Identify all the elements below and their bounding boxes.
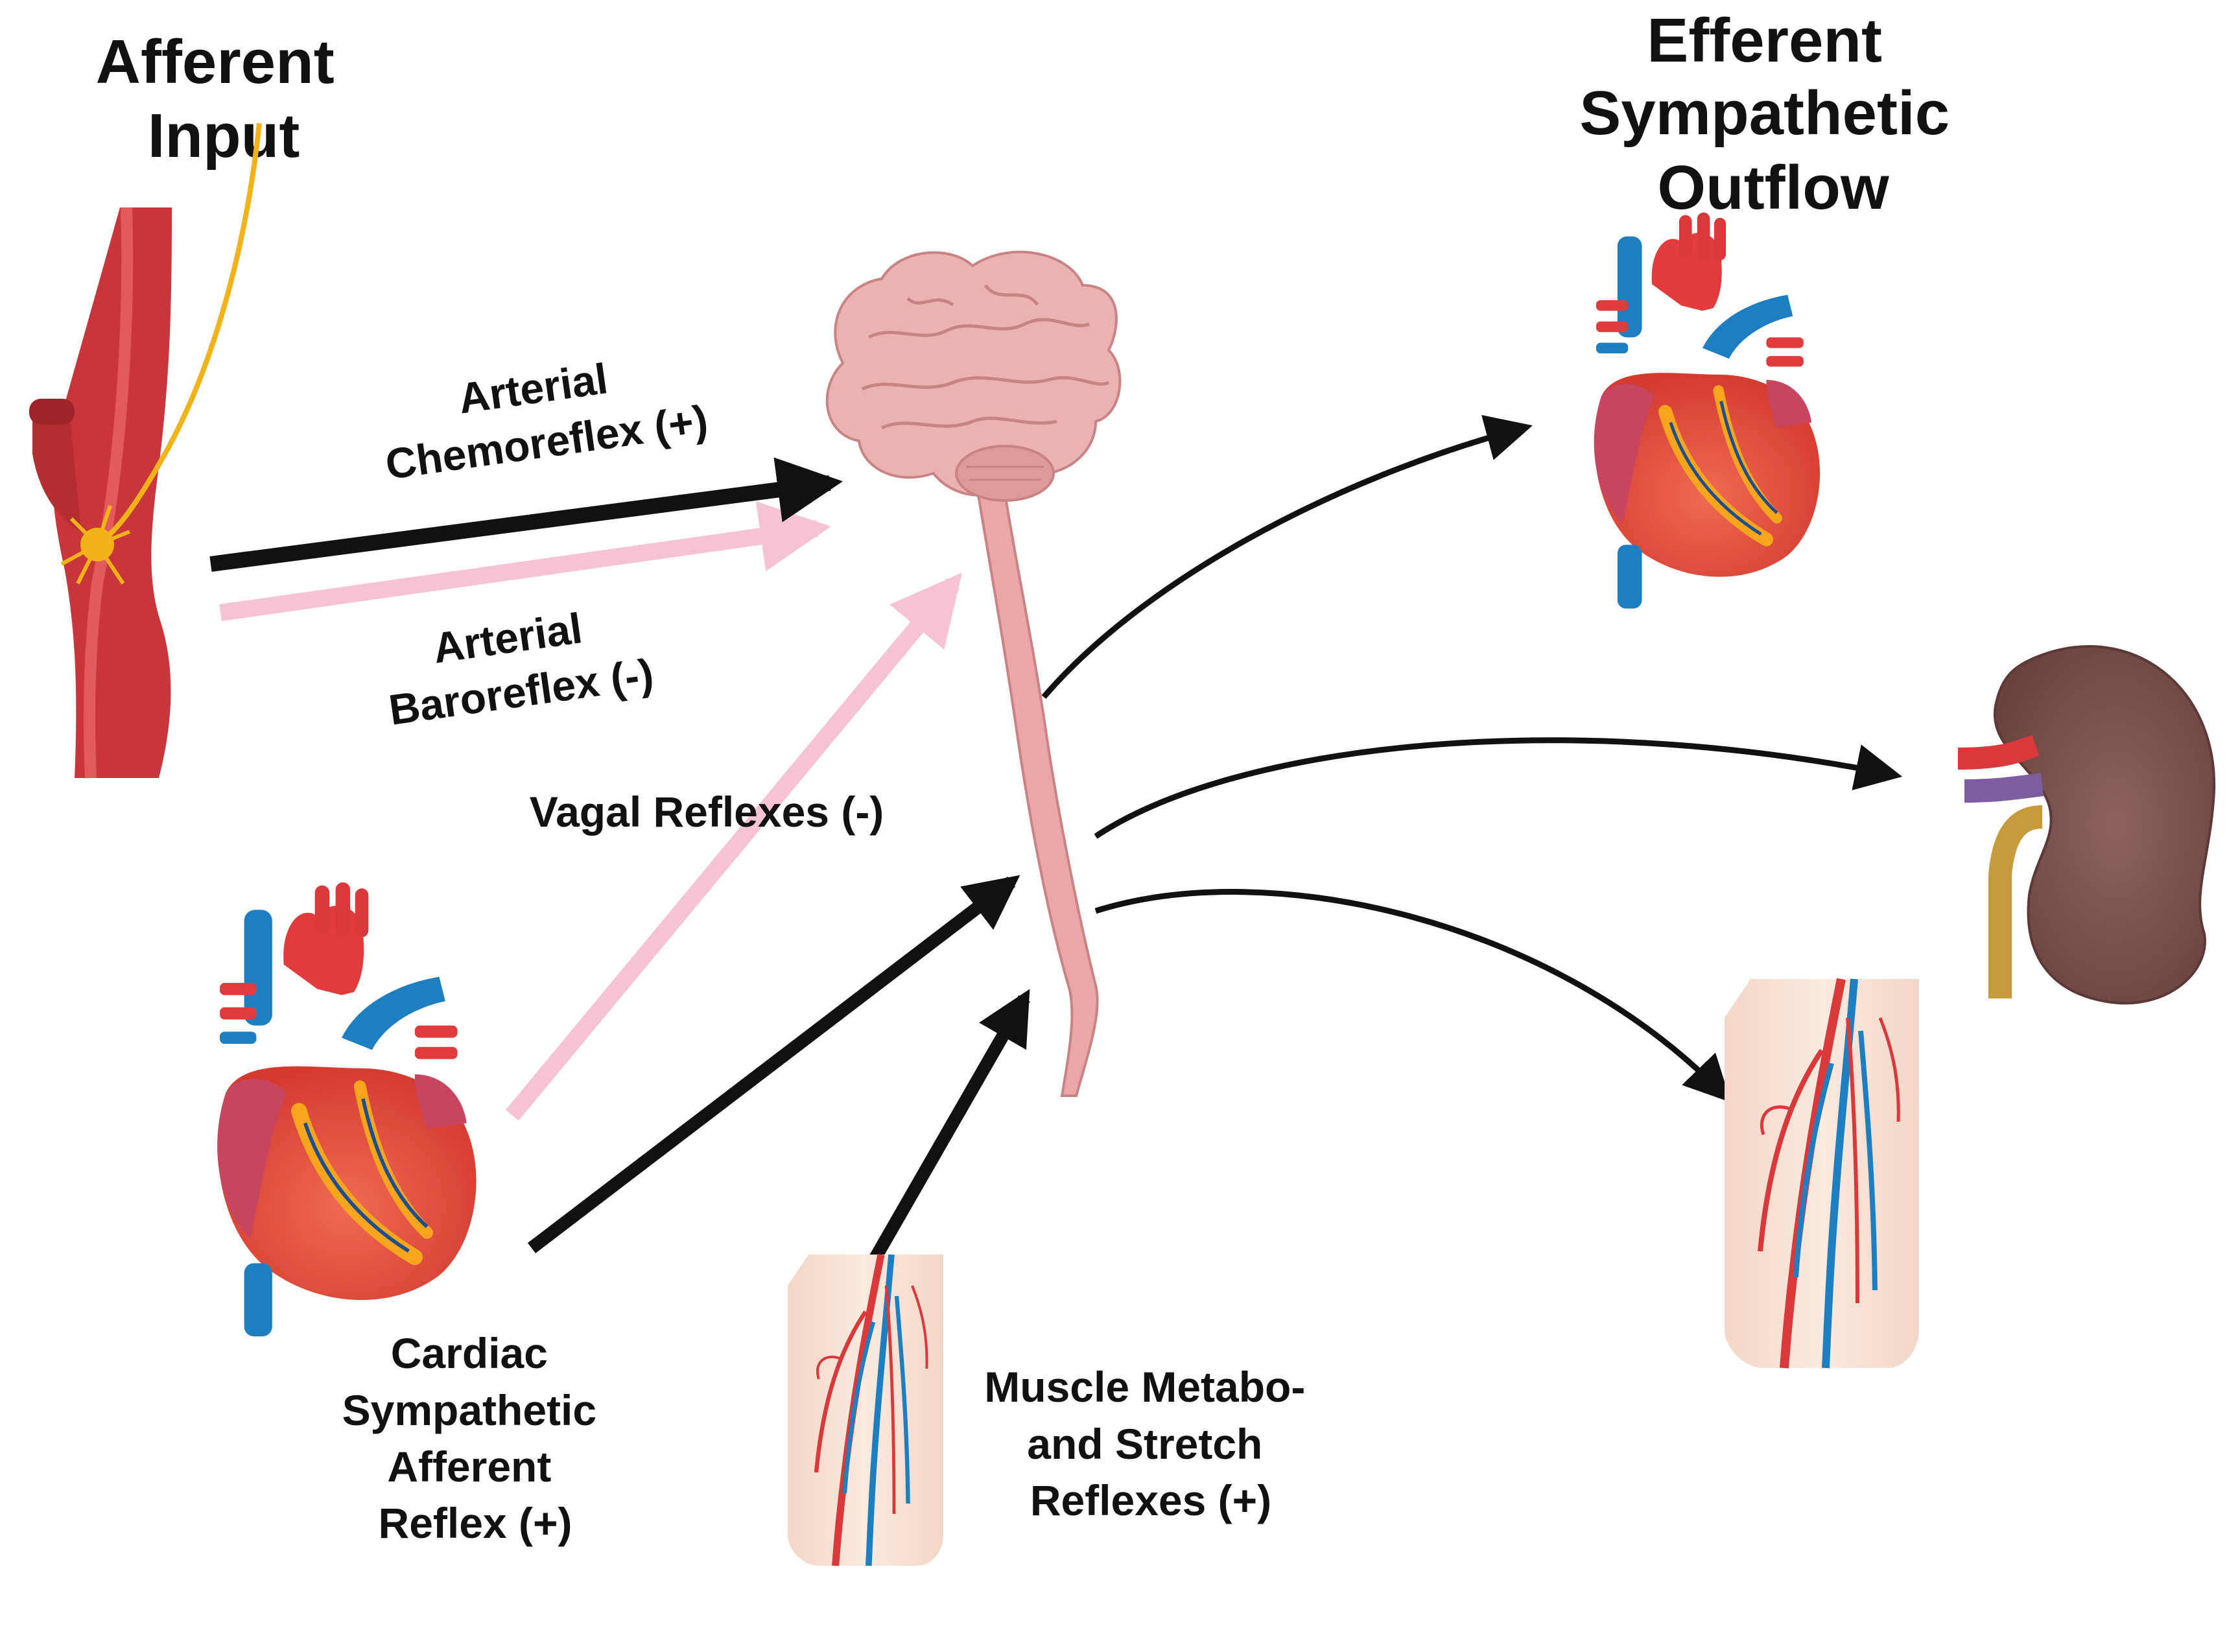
chemoreflex-label: Arterial Chemoreflex (+) [375,341,711,488]
cardiac-label-line-4: Reflex (+) [379,1499,572,1547]
chemoreflex-arrow [209,457,843,572]
baroreflex-label-line-2: Baroreflex (-) [386,650,656,734]
muscle-label-line-2: and Stretch [1027,1420,1262,1468]
efferent-heading-line-3: Outflow [1657,153,1889,222]
muscle-label-line-3: Reflexes (+) [1030,1476,1271,1524]
efferent-heart-icon [1594,213,1820,609]
efferent-kidney-arrow [1094,737,1903,839]
afferent-input-heading: Afferent Input [96,27,352,171]
afferent-heading-line-1: Afferent [96,27,335,97]
muscle-leg-icon-bottom [788,1255,943,1566]
brain-spinal-cord-icon [825,250,1122,1097]
kidney-icon [1957,645,2216,1005]
carotid-artery-icon [29,123,262,779]
cardiac-afferent-reflex-label: Cardiac Sympathetic Afferent Reflex (+) [342,1329,609,1547]
vagal-reflex-arrow [505,572,962,1121]
efferent-outflow-heading: Efferent Sympathetic Outflow [1579,6,1967,222]
afferent-heading-line-2: Input [148,101,300,171]
vagal-reflexes-label: Vagal Reflexes (-) [530,788,884,836]
efferent-heading-line-1: Efferent [1647,6,1882,75]
vagal-label-line-1: Vagal Reflexes (-) [530,788,884,836]
muscle-reflex-arrow [856,989,1030,1284]
muscle-reflexes-label: Muscle Metabo- and Stretch Reflexes (+) [984,1363,1317,1524]
cardiac-label-line-2: Sympathetic [342,1386,596,1434]
cardiac-label-line-1: Cardiac [391,1329,548,1377]
efferent-heading-line-2: Sympathetic [1579,78,1950,148]
efferent-heart-arrow [1041,415,1533,699]
cardiac-label-line-3: Afferent [387,1443,551,1491]
baroreflex-label: Arterial Baroreflex (-) [378,595,656,734]
muscle-leg-icon-right [1725,979,1919,1368]
baroreflex-arrow [219,501,831,621]
cardiac-afferent-arrow [527,875,1020,1253]
muscle-label-line-1: Muscle Metabo- [984,1363,1305,1411]
afferent-heart-icon [217,882,476,1336]
efferent-muscle-arrow [1094,889,1731,1103]
